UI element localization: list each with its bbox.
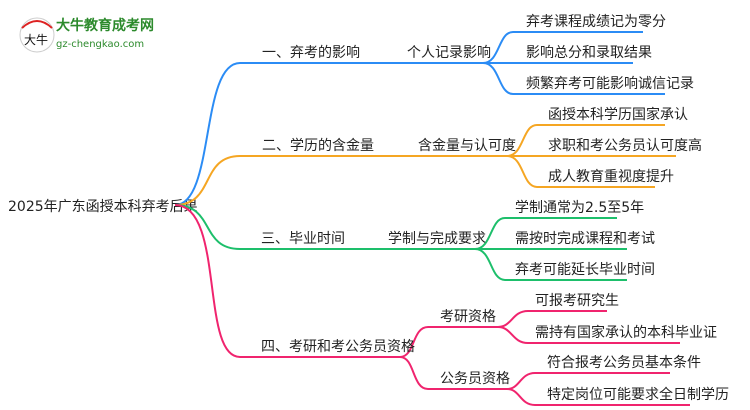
branch-2: 二、学历的含金量 含金量与认可度 函授本科学历国家承认 求职和考公务员认可度高 … — [174, 106, 702, 206]
branch-3-sub-label: 学制与完成要求 — [388, 231, 486, 247]
branch-1: 一、弃考的影响 个人记录影响 弃考课程成绩记为零分 影响总分和录取结果 频繁弃考… — [174, 14, 694, 206]
logo: 大牛 大牛教育成考网 gz-chengkao.com — [19, 17, 154, 53]
branch-4a-leaf-lines — [497, 310, 680, 344]
leaf-node: 学制通常为2.5至5年 — [515, 200, 644, 216]
leaf-node: 弃考课程成绩记为零分 — [526, 14, 666, 30]
leaf-node: 需持有国家承认的本科毕业证 — [535, 324, 717, 341]
leaf-node: 需按时完成课程和考试 — [515, 231, 655, 247]
branch-3: 三、毕业时间 学制与完成要求 学制通常为2.5至5年 需按时完成课程和考试 弃考… — [174, 200, 655, 281]
branch-4-sub-label: 公务员资格 — [440, 371, 510, 387]
branch-1-line — [174, 62, 483, 206]
branch-2-leaf-lines — [506, 124, 676, 188]
logo-url: gz-chengkao.com — [56, 39, 144, 50]
logo-mark-text: 大牛 — [24, 32, 48, 47]
leaf-node: 弃考可能延长毕业时间 — [515, 262, 655, 278]
leaf-node: 影响总分和录取结果 — [526, 45, 652, 61]
logo-title: 大牛教育成考网 — [56, 17, 154, 34]
leaf-node: 可报考研究生 — [535, 293, 619, 309]
leaf-node: 函授本科学历国家承认 — [548, 106, 688, 123]
branch-4-sub-lines — [399, 326, 507, 390]
leaf-node: 符合报考公务员基本条件 — [547, 354, 701, 371]
branch-3-label: 三、毕业时间 — [261, 231, 345, 247]
leaf-node: 频繁弃考可能影响诚信记录 — [526, 76, 694, 92]
branch-2-line — [174, 155, 507, 206]
root-node: 2025年广东函授本科弃考后果 — [8, 199, 198, 215]
branch-4-label: 四、考研和考公务员资格 — [261, 339, 415, 355]
logo-mark-icon — [19, 17, 55, 53]
leaf-node: 成人教育重视度提升 — [548, 169, 674, 185]
branch-4-line — [174, 204, 400, 358]
branch-2-sub-label: 含金量与认可度 — [418, 138, 516, 154]
leaf-node: 特定岗位可能要求全日制学历 — [547, 386, 729, 403]
branch-3-leaf-lines — [474, 217, 627, 281]
logo-arc — [21, 20, 53, 29]
branch-3-line — [174, 204, 475, 250]
branch-1-sub-label: 个人记录影响 — [407, 45, 491, 61]
branch-1-leaf-lines — [482, 31, 665, 95]
branch-4b-leaf-lines — [506, 372, 690, 406]
branch-4-sub-label: 考研资格 — [440, 309, 496, 325]
branch-2-label: 二、学历的含金量 — [262, 138, 374, 154]
leaf-node: 求职和考公务员认可度高 — [548, 137, 702, 154]
branch-4: 四、考研和考公务员资格 考研资格 公务员资格 可报考研究生 需持有国家承认的本科… — [174, 204, 729, 406]
branch-1-label: 一、弃考的影响 — [262, 45, 360, 61]
